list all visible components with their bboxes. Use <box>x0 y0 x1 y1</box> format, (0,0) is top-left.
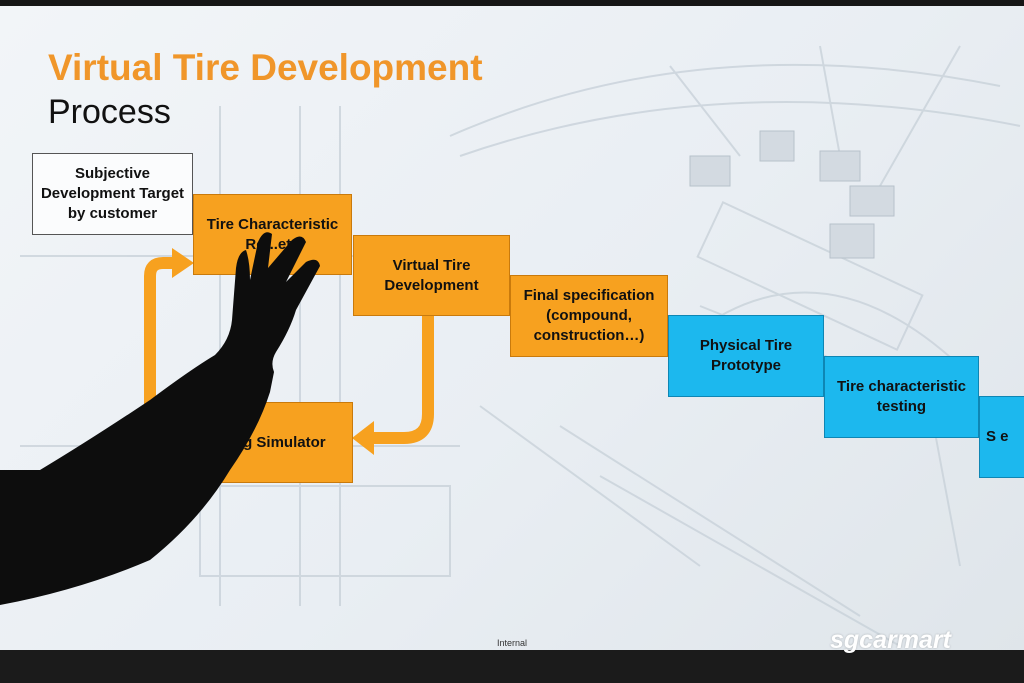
box-subjective-target: Subjective Development Target by custome… <box>32 153 193 235</box>
box-tire-characteristic-testing: Tire characteristic testing <box>824 356 979 438</box>
box-partial-next-step: S e <box>979 396 1024 478</box>
box-driving-simulator: ...ng Simulator <box>194 402 353 483</box>
box-physical-tire-prototype: Physical Tire Prototype <box>668 315 824 397</box>
box-virtual-tire-development: Virtual Tire Development <box>353 235 510 316</box>
footer-label: Internal <box>496 638 528 648</box>
presentation-screen: Virtual Tire Development Process Subject… <box>0 6 1024 656</box>
box-final-specification: Final specification (compound, construct… <box>510 275 668 357</box>
box-tire-characteristic-targets: Tire Characteristic Ro...ets <box>193 194 352 275</box>
slide-subtitle: Process <box>48 93 171 131</box>
background-technical-drawing <box>20 45 1021 647</box>
watermark-logo: sgcarmart <box>830 626 951 654</box>
screen-bezel <box>0 650 1024 683</box>
slide-title: Virtual Tire Development <box>48 47 483 88</box>
